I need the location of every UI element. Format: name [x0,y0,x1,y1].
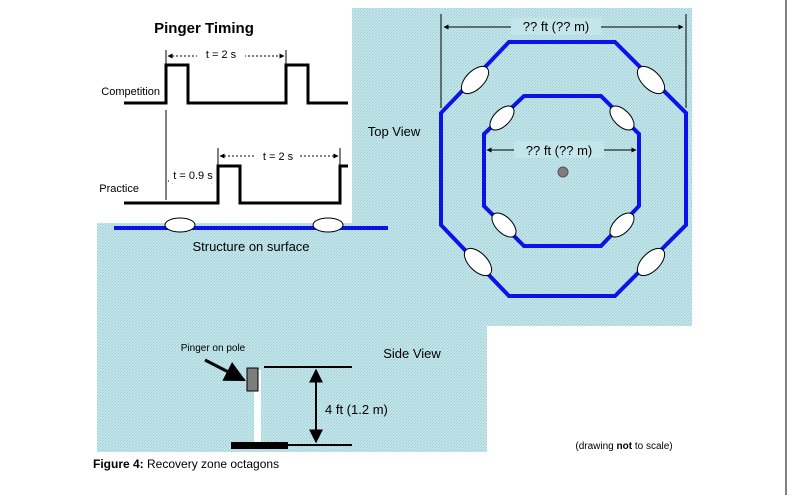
side-view-label: Side View [383,346,441,361]
timing-title: Pinger Timing [154,20,254,37]
pinger-label: Pinger on pole [181,343,246,354]
competition-waveform [124,63,348,105]
scale-note: (drawing not to scale) [575,441,672,452]
competition-period-label: t = 2 s [206,49,237,61]
outer-dimension-label: ?? ft (?? m) [523,19,589,34]
pinger-device [246,367,259,392]
pole-base-plate [231,442,288,449]
surface-float-left [164,217,196,233]
inner-dimension-label: ?? ft (?? m) [526,143,592,158]
competition-label: Competition [101,86,160,98]
inner-buoy-sw [491,212,517,238]
practice-offset-label: t = 0.9 s [173,170,213,182]
pinger-pole [254,370,261,446]
center-pinger-dot [557,166,569,178]
pinger-timing-chart: Pinger Timing t = 2 s Competition t = 2 … [99,20,348,205]
outer-buoy-sw [463,247,493,277]
top-view-label: Top View [368,124,421,139]
surface-label: Structure on surface [192,239,309,254]
pinger-pointer-arrow [204,358,246,382]
top-view: Top View ?? ft (?? m) ?? ft (?? m) [368,14,688,298]
side-view: Structure on surface Side View Pinger on… [114,217,441,449]
depth-label: 4 ft (1.2 m) [325,402,388,417]
outer-buoy-nw [460,65,490,95]
inner-buoy-se [609,212,635,238]
outer-octagon [439,40,688,298]
water-region [97,8,692,452]
practice-period-label: t = 2 s [263,151,294,163]
inner-buoy-ne [609,105,635,131]
surface-float-right [312,217,344,233]
figure-caption: Figure 4: Recovery zone octagons [93,457,279,471]
practice-waveform [124,164,348,205]
outer-buoy-ne [636,65,666,95]
inner-buoy-nw [489,105,515,131]
practice-label: Practice [99,183,139,195]
outer-buoy-se [636,247,666,277]
